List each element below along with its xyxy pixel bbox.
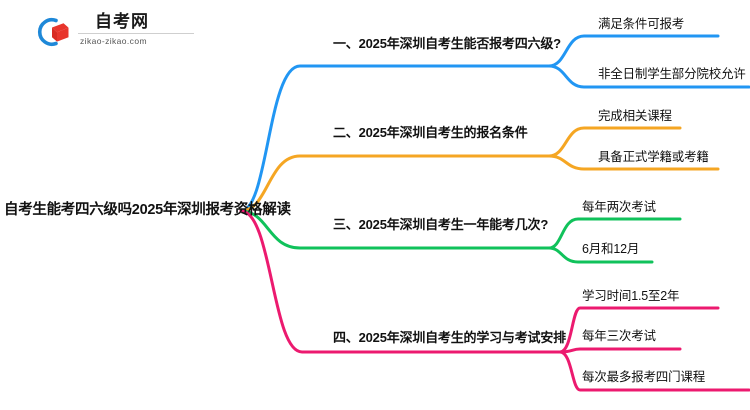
subfork-4c (558, 350, 750, 392)
logo-url: zikao-zikao.com (78, 33, 194, 47)
subfork-1 (547, 34, 720, 68)
branch-label-3[interactable]: 三、2025年深圳自考生一年能考几次? (333, 217, 549, 232)
sub-label-4-3[interactable]: 每次最多报考四门课程 (582, 370, 706, 384)
subfork-4b (558, 347, 682, 354)
subfork-1b (547, 64, 750, 89)
logo-title: 自考网 (95, 12, 149, 31)
sub-label-2-1[interactable]: 完成相关课程 (598, 109, 672, 123)
sub-label-1-2[interactable]: 非全日制学生部分院校允许 (598, 67, 746, 81)
branch-curve-3 (239, 209, 551, 250)
branch-label-2[interactable]: 二、2025年深圳自考生的报名条件 (333, 125, 528, 140)
subfork-2b (547, 154, 720, 171)
mindmap-root-title: 自考生能考四六级吗2025年深圳报考资格解读 (4, 202, 291, 218)
sub-label-2-2[interactable]: 具备正式学籍或考籍 (598, 150, 709, 164)
branch-curve-2 (239, 154, 551, 213)
subfork-3b (547, 246, 654, 264)
branch-curve-4 (239, 209, 562, 354)
graduation-cap-icon (30, 15, 70, 49)
branch-label-4[interactable]: 四、2025年深圳自考生的学习与考试安排 (333, 330, 566, 345)
sub-label-1-1[interactable]: 满足条件可报考 (598, 17, 685, 31)
sub-label-3-1[interactable]: 每年两次考试 (582, 200, 656, 214)
site-logo: 自考网 zikao-zikao.com (30, 12, 200, 52)
sub-label-3-2[interactable]: 6月和12月 (582, 242, 640, 256)
branch-label-1[interactable]: 一、2025年深圳自考生能否报考四六级? (333, 36, 561, 51)
sub-label-4-1[interactable]: 学习时间1.5至2年 (582, 289, 680, 303)
branch-curve-1 (239, 64, 551, 213)
sub-label-4-2[interactable]: 每年三次考试 (582, 329, 656, 343)
